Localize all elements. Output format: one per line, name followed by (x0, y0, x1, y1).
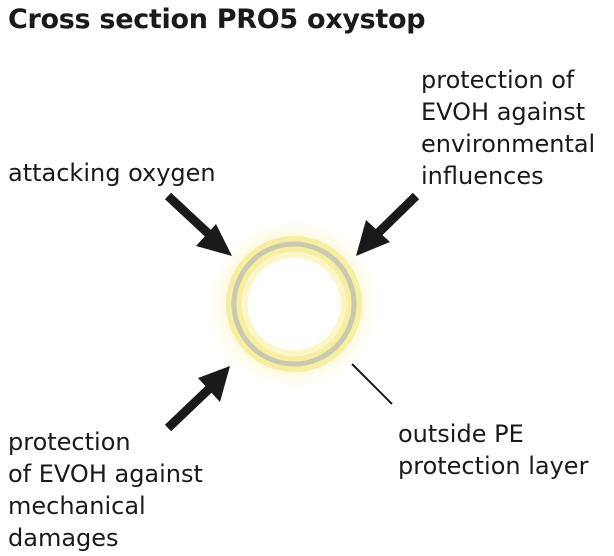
label-line: mechanical (8, 492, 146, 520)
label-line: damages (8, 524, 119, 552)
label-line: environmental (421, 130, 596, 158)
label-line: protection layer (398, 452, 589, 480)
label-environmental-protection: protection of EVOH against environmental… (421, 64, 595, 192)
arrow-mechanical (164, 366, 230, 432)
label-line: protection of (421, 66, 575, 94)
diagram-title: Cross section PRO5 oxystop (8, 4, 426, 35)
label-line: protection (8, 428, 131, 456)
label-line: influences (421, 162, 544, 190)
arrow-environmental (356, 192, 420, 256)
label-line: attacking oxygen (8, 159, 216, 187)
label-mechanical-protection: protection of EVOH against mechanical da… (8, 426, 203, 554)
pipe-cross-section (208, 218, 380, 390)
label-line: of EVOH against (8, 460, 203, 488)
inner-pe-ring (242, 252, 346, 356)
pipe-bore (249, 259, 339, 349)
label-attacking-oxygen: attacking oxygen (8, 157, 216, 189)
label-line: EVOH against (421, 98, 586, 126)
evoh-barrier-ring (231, 241, 357, 367)
label-line: outside PE (398, 420, 524, 448)
leader-line-pe-layer (351, 363, 393, 405)
arrow-attacking-oxygen (164, 192, 232, 256)
label-pe-layer: outside PE protection layer (398, 418, 588, 482)
